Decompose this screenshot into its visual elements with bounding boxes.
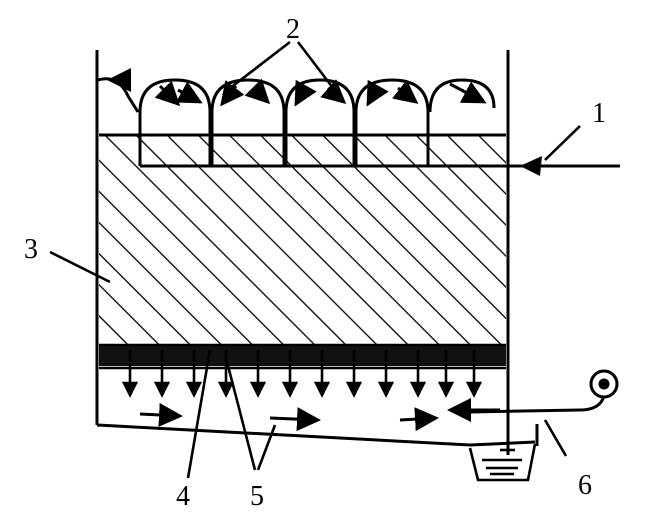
- filter-media-layer: [99, 133, 506, 347]
- spray-arch: [284, 78, 356, 166]
- inlet-arrow: [520, 156, 542, 176]
- spray-arrows: [107, 68, 487, 107]
- label-2: 2: [286, 14, 300, 45]
- spray-arch: [138, 78, 212, 166]
- spray-arch: [428, 78, 496, 113]
- leader-lines: [49, 40, 581, 479]
- label-3: 3: [24, 234, 38, 265]
- label-4: 4: [176, 481, 190, 512]
- outflow-arrows: [121, 350, 483, 398]
- label-1: 1: [592, 98, 606, 129]
- support-grid: [99, 346, 506, 370]
- sump: [468, 443, 537, 482]
- pump-icon: [589, 369, 619, 399]
- spray-arch: [97, 77, 140, 113]
- tank-outline: [95, 50, 539, 455]
- label-6: 6: [578, 470, 592, 501]
- bottom-flow-arrows: [139, 398, 500, 432]
- spray-arch: [354, 78, 430, 166]
- label-5: 5: [250, 481, 264, 512]
- recirculation-line: [469, 369, 619, 414]
